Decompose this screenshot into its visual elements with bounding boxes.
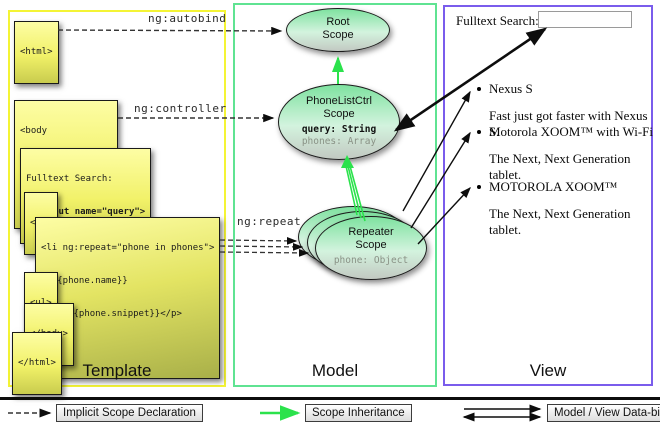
view-item-name: MOTOROLA XOOM™ bbox=[489, 179, 618, 194]
repeater-scope-ellipse: Repeater Scope phone: Object bbox=[315, 216, 427, 280]
scope-name: Scope bbox=[355, 239, 387, 251]
scope-name: Root bbox=[326, 16, 350, 28]
legend-scope-inheritance-label: Scope Inheritance bbox=[305, 404, 412, 422]
template-panel-title: Template bbox=[82, 361, 152, 380]
model-panel-title: Model bbox=[311, 361, 359, 380]
scope-name: PhoneListCtrl bbox=[305, 95, 373, 107]
code-html-close: </html> bbox=[12, 332, 62, 395]
legend-implicit-scope-label: Implicit Scope Declaration bbox=[56, 404, 203, 422]
code-line: Fulltext Search: bbox=[26, 174, 113, 184]
view-panel-title: View bbox=[529, 361, 567, 380]
scope-prop-phones: phones: Array bbox=[301, 136, 377, 147]
bullet-dot bbox=[477, 185, 481, 189]
view-item-snippet: The Next, Next Generation tablet. bbox=[489, 151, 631, 182]
code-line: <p>{{phone.snippet}}</p> bbox=[41, 309, 182, 319]
scope-name: Scope bbox=[322, 29, 354, 41]
view-item-snippet: The Next, Next Generation tablet. bbox=[489, 206, 631, 237]
model-panel bbox=[233, 3, 437, 387]
ng-repeat-label: ng:repeat bbox=[237, 215, 302, 228]
legend-separator-line bbox=[0, 397, 660, 400]
view-search-input[interactable] bbox=[538, 11, 632, 28]
scope-prop-query: query: String bbox=[301, 124, 377, 135]
ng-autobind-label: ng:autobind bbox=[148, 12, 227, 25]
code-line: </html> bbox=[18, 358, 56, 368]
code-line: <html> bbox=[20, 47, 53, 57]
legend-data-binding-label: Model / View Data-binding bbox=[547, 404, 660, 422]
code-line: <body bbox=[20, 126, 48, 136]
scope-name: Repeater bbox=[348, 226, 394, 238]
view-item-name: Nexus S bbox=[489, 81, 533, 96]
code-li-repeat: <li ng:repeat="phone in phones"> {{phone… bbox=[35, 217, 221, 379]
code-line: {{phone.name}} bbox=[41, 276, 128, 286]
bullet-dot bbox=[477, 130, 481, 134]
view-item-name: Motorola XOOM™ with Wi-Fi bbox=[489, 124, 654, 139]
code-line: <li ng:repeat="phone in phones"> bbox=[41, 243, 215, 253]
phonelistctrl-scope-ellipse: PhoneListCtrl Scope query: String phones… bbox=[278, 84, 400, 160]
scope-name: Scope bbox=[323, 108, 355, 120]
view-search-label: Fulltext Search: bbox=[456, 13, 539, 28]
code-html-open: <html> bbox=[14, 21, 59, 84]
ng-controller-label: ng:controller bbox=[134, 102, 227, 115]
view-panel bbox=[443, 5, 653, 386]
root-scope-ellipse: Root Scope bbox=[286, 8, 390, 52]
scope-prop-phone: phone: Object bbox=[333, 255, 409, 266]
bullet-dot bbox=[477, 87, 481, 91]
